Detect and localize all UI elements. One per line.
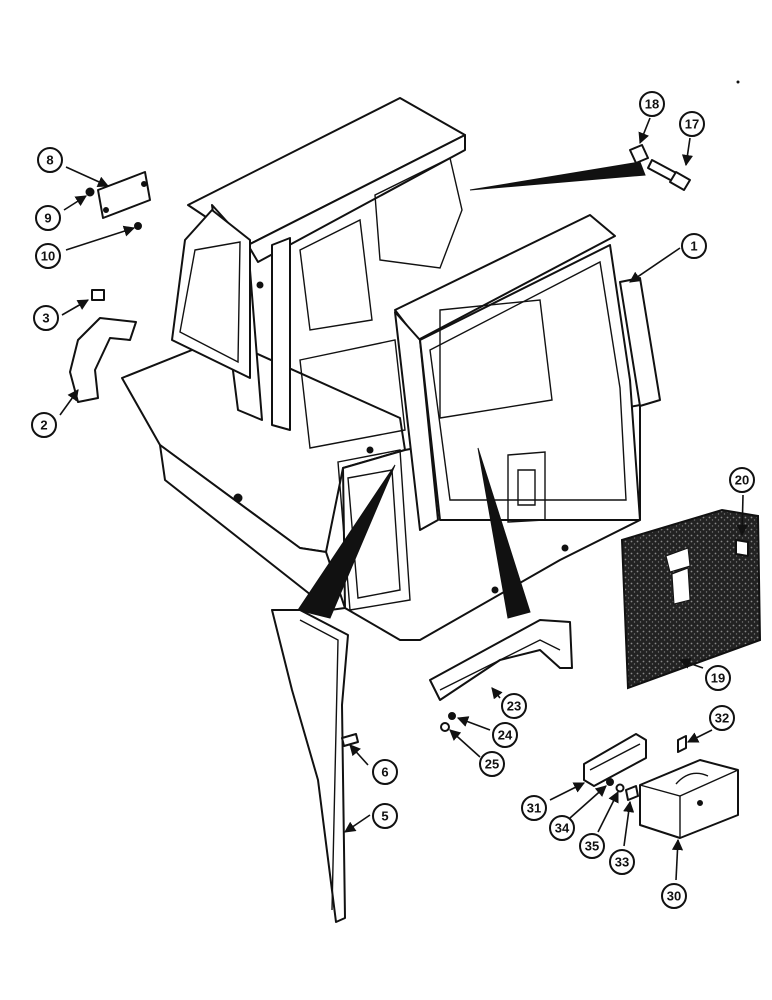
svg-text:30: 30: [667, 889, 681, 904]
callout-19: 19: [705, 665, 731, 691]
svg-text:8: 8: [46, 153, 53, 168]
floor-mat: [620, 508, 762, 690]
callout-32: 32: [709, 705, 735, 731]
callout-24: 24: [492, 722, 518, 748]
callout-2: 2: [31, 412, 57, 438]
callout-31: 31: [521, 795, 547, 821]
callout-18: 18: [639, 91, 665, 117]
svg-text:20: 20: [735, 473, 749, 488]
svg-text:3: 3: [42, 311, 49, 326]
svg-text:31: 31: [527, 801, 541, 816]
corner-mark: [736, 80, 740, 84]
svg-text:18: 18: [645, 97, 659, 112]
svg-text:17: 17: [685, 117, 699, 132]
latch-32: [677, 735, 687, 753]
svg-text:34: 34: [555, 821, 570, 836]
svg-text:23: 23: [507, 699, 521, 714]
bolt-33: [625, 785, 639, 801]
callout-9: 9: [35, 205, 61, 231]
svg-text:24: 24: [498, 728, 513, 743]
callout-8: 8: [37, 147, 63, 173]
cover-plate: [97, 171, 151, 219]
washer-35: [615, 783, 625, 793]
bracket-31: [583, 733, 647, 787]
callout-20: 20: [729, 467, 755, 493]
svg-text:9: 9: [44, 211, 51, 226]
svg-text:32: 32: [715, 711, 729, 726]
svg-text:19: 19: [711, 671, 725, 686]
bolt-3: [91, 289, 105, 301]
svg-text:6: 6: [381, 765, 388, 780]
callout-6: 6: [372, 759, 398, 785]
leader-lines: [59, 117, 748, 881]
callout-17: 17: [679, 111, 705, 137]
bolt-17: [647, 159, 691, 191]
svg-text:2: 2: [40, 418, 47, 433]
callout-23: 23: [501, 693, 527, 719]
callout-33: 33: [609, 849, 635, 875]
svg-text:35: 35: [585, 839, 599, 854]
svg-text:5: 5: [381, 809, 388, 824]
callout-3: 3: [33, 305, 59, 331]
nut-18: [629, 144, 649, 164]
door-trim: [429, 619, 573, 701]
callout-1: 1: [681, 233, 707, 259]
nut-10: [134, 222, 142, 230]
callout-10: 10: [35, 243, 61, 269]
screw-9: [85, 187, 95, 197]
callout-25: 25: [479, 751, 505, 777]
svg-text:25: 25: [485, 757, 499, 772]
nut-25: [440, 722, 450, 732]
trim-strip: [271, 609, 349, 923]
washer-24: [448, 712, 456, 720]
callout-34: 34: [549, 815, 575, 841]
svg-text:33: 33: [615, 855, 629, 870]
handle-bracket: [69, 317, 137, 403]
callout-30: 30: [661, 883, 687, 909]
svg-text:1: 1: [690, 239, 697, 254]
svg-text:10: 10: [41, 249, 55, 264]
screw-6: [341, 733, 359, 747]
callout-5: 5: [372, 803, 398, 829]
tool-box: [639, 759, 739, 839]
detail-wedges: [297, 161, 646, 619]
callout-35: 35: [579, 833, 605, 859]
plug-20: [735, 539, 749, 557]
washer-34: [606, 778, 614, 786]
